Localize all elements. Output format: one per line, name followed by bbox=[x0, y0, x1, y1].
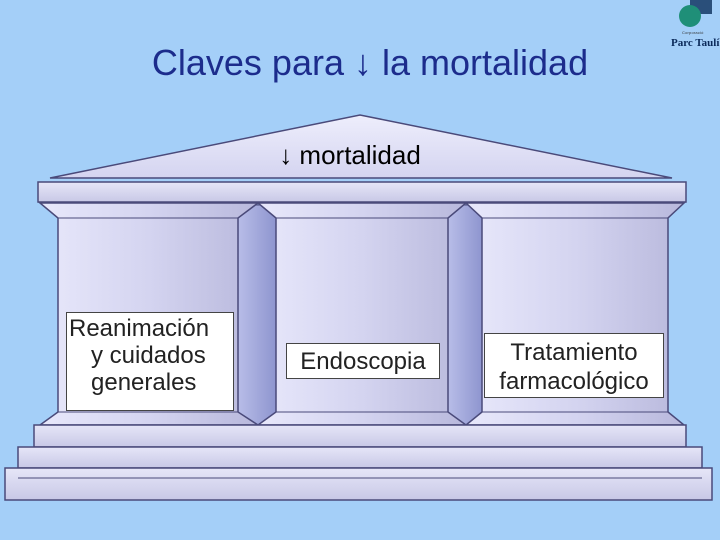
pillar-label-reanimacion: Reanimación y cuidados generales bbox=[66, 312, 234, 411]
pillar-label-line: generales bbox=[69, 369, 233, 396]
pillar-label-line: Reanimación bbox=[69, 315, 233, 342]
column-gap bbox=[238, 205, 276, 426]
roof-label: ↓ mortalidad bbox=[250, 140, 450, 171]
pillar-label-line: Tratamiento bbox=[485, 338, 663, 367]
pillar-label-line: y cuidados bbox=[69, 342, 233, 369]
pillar-label-line: farmacológico bbox=[485, 367, 663, 396]
column-gap bbox=[448, 205, 482, 426]
temple-step-2 bbox=[18, 447, 702, 468]
temple-entablature bbox=[38, 182, 686, 202]
temple-step-1 bbox=[34, 425, 686, 447]
pillar-2 bbox=[258, 203, 466, 425]
pillar-label-tratamiento: Tratamiento farmacológico bbox=[484, 333, 664, 398]
temple-step-3 bbox=[5, 468, 712, 500]
pillar-label-endoscopia: Endoscopia bbox=[286, 343, 440, 379]
